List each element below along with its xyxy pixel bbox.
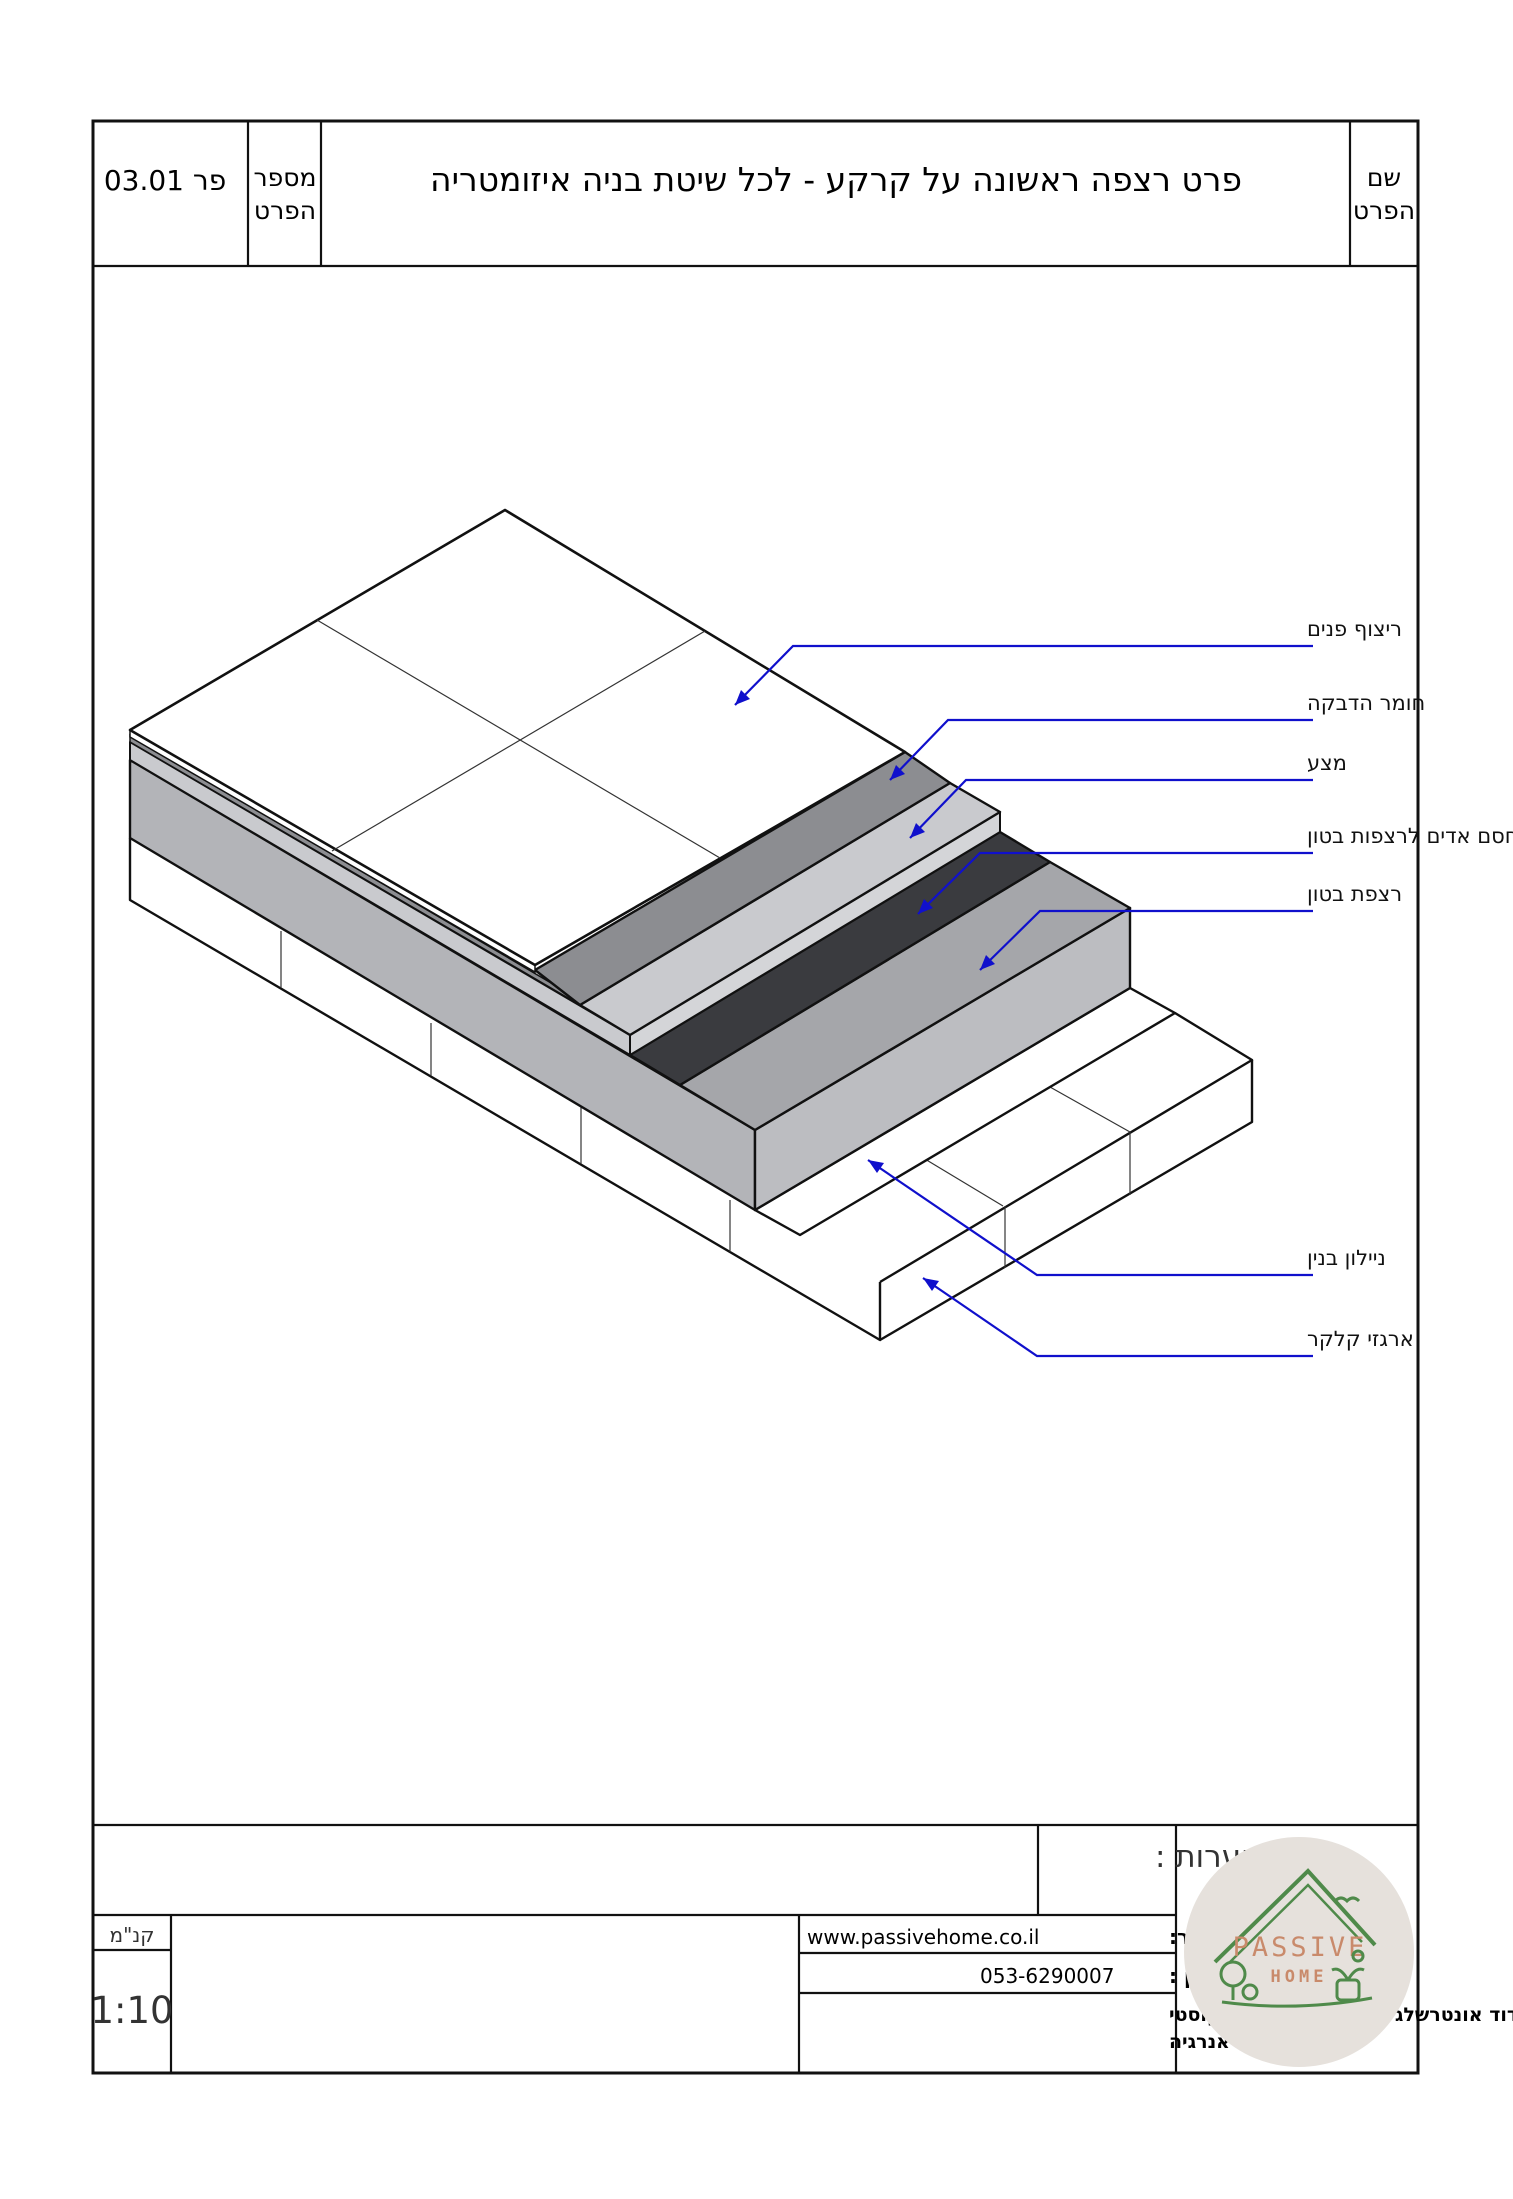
adhesive-top — [533, 750, 952, 1007]
leader-arrow-icon — [910, 823, 925, 838]
callout-concrete-slab: רצפת בטון — [979, 882, 1402, 971]
sheet-border — [91, 119, 1420, 2075]
detail-number: פר 03.01 — [104, 164, 226, 197]
leader-arrow-icon — [918, 899, 933, 914]
name-label-line2: הפרט — [1353, 196, 1415, 225]
label-building-nylon: ניילון בנין — [1307, 1246, 1386, 1270]
phone-number: 053-6290007 — [980, 1964, 1114, 1988]
leader-arrow-icon — [980, 955, 995, 970]
leader-line — [917, 851, 1313, 915]
leader-line — [889, 718, 1313, 781]
layer-callouts: ריצוף פנים חומר הדבקה מצע חסם אדים לרצפו… — [734, 617, 1513, 1358]
logo-bird-icon — [1333, 1896, 1361, 1904]
foam-boxes-top-edge — [879, 1011, 1254, 1284]
detail-title: פרט רצפה ראשונה על קרקע - לכל שיטת בניה … — [430, 160, 1242, 199]
scale-value: 1:10 — [90, 1989, 173, 2032]
foam-boxes-side-edge — [879, 1060, 1254, 1342]
leader-line — [867, 1159, 1313, 1277]
number-label-line1: מספר — [254, 163, 317, 192]
callout-adhesive: חומר הדבקה — [889, 691, 1425, 781]
logo-tree-icon — [1219, 1960, 1259, 2001]
number-label-line2: הפרט — [254, 196, 316, 225]
leader-arrow-icon — [868, 1160, 884, 1173]
callout-foam-boxes: ארגזי קלקר — [922, 1277, 1414, 1358]
scale-label: קנ"מ — [110, 1923, 155, 1947]
callout-building-nylon: ניילון בנין — [867, 1159, 1386, 1277]
tile-joint — [316, 619, 721, 859]
leader-line — [909, 778, 1313, 839]
callout-screed: מצע — [909, 751, 1347, 839]
leader-line — [734, 644, 1313, 706]
logo-roof-inner-icon — [1229, 1883, 1363, 1963]
website-link[interactable]: www.passivehome.co.il — [807, 1925, 1040, 1949]
label-screed: מצע — [1307, 751, 1347, 775]
name-label-line1: שם — [1367, 163, 1401, 192]
logo-text-bottom: HOME — [1271, 1967, 1328, 1987]
logo-roof-icon — [1213, 1868, 1377, 1964]
foam-joint — [1049, 1086, 1131, 1133]
passive-home-logo: PASSIVE HOME — [1184, 1837, 1414, 2067]
label-concrete-slab: רצפת בטון — [1307, 882, 1402, 906]
label-floor-tiles: ריצוף פנים — [1307, 617, 1402, 641]
label-adhesive: חומר הדבקה — [1307, 691, 1425, 715]
logo-badge — [1184, 1837, 1414, 2067]
leader-line — [922, 1277, 1313, 1358]
callout-floor-tiles: ריצוף פנים — [734, 617, 1402, 706]
floor-isometric-diagram — [128, 508, 1254, 1342]
leader-line — [979, 909, 1313, 971]
logo-ground-line — [1221, 1996, 1373, 2008]
leader-arrow-icon — [890, 765, 905, 780]
logo-text-top: PASSIVE — [1233, 1932, 1368, 1963]
foam-boxes-front-fill — [130, 838, 880, 1340]
foam-boxes-front-edge — [128, 838, 882, 1342]
leader-arrow-icon — [923, 1278, 939, 1291]
callout-vapor-barrier: חסם אדים לרצפות בטון — [917, 824, 1513, 915]
label-foam-boxes: ארגזי קלקר — [1307, 1327, 1414, 1351]
logo-plant-icon — [1331, 1949, 1365, 2002]
label-vapor-barrier: חסם אדים לרצפות בטון — [1307, 824, 1513, 848]
leader-arrow-icon — [735, 690, 750, 705]
tile-joint — [331, 630, 706, 852]
